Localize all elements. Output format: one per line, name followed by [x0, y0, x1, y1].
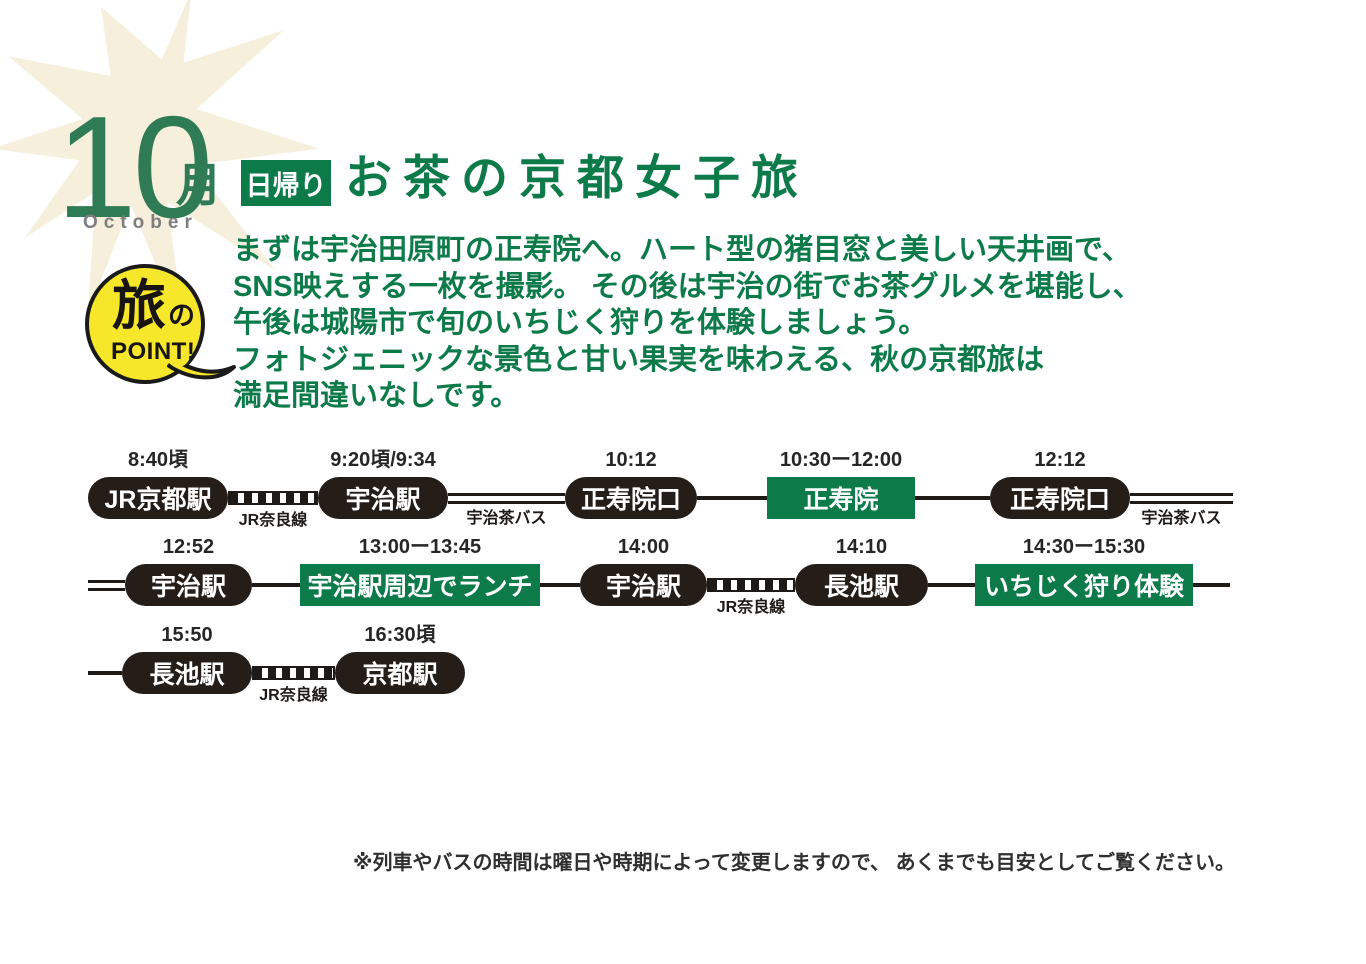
time-label: 13:00ー13:45	[358, 536, 482, 558]
transfer-line	[915, 496, 990, 500]
station-pill: 14:10 長池駅	[795, 536, 928, 606]
time-label: 12:12	[1034, 449, 1086, 471]
trip-description: まずは宇治田原町の正寿院へ。ハート型の猪目窓と美しい天井画で、 SNS映えする一…	[233, 232, 1142, 415]
station-pill: 9:20頃/9:34 宇治駅	[318, 449, 448, 519]
stop-name: 宇治駅周辺でランチ	[307, 573, 533, 601]
rail-line: JR奈良線	[707, 578, 795, 616]
station-pill: 15:50 長池駅	[122, 624, 252, 694]
stop-name: 宇治駅	[605, 573, 681, 601]
point-bubble: 旅 の POINT!	[83, 262, 248, 392]
time-label: 8:40頃	[127, 449, 189, 471]
transfer-line	[540, 583, 580, 587]
station-pill: 14:00 宇治駅	[580, 536, 707, 606]
station-pill: 12:52 宇治駅	[125, 536, 252, 606]
line-label: JR奈良線	[238, 512, 308, 529]
transfer-line	[697, 496, 767, 500]
time-label: 14:10	[835, 536, 888, 558]
bus-line	[88, 579, 125, 591]
stop-name: 正寿院口	[580, 486, 681, 514]
transfer-line	[88, 671, 122, 675]
point-bubble-point-label: POINT!	[111, 338, 196, 365]
description-line: フォトジェニックな景色と甘い果実を味わえる、秋の京都旅は	[233, 343, 1045, 376]
stop-name: 宇治駅	[150, 573, 226, 601]
line-label: JR奈良線	[716, 599, 786, 616]
stop-name: 宇治駅	[345, 486, 421, 514]
bus-line: 宇治茶バス	[1130, 492, 1233, 527]
line-label: 宇治茶バス	[466, 509, 547, 527]
page-title: お茶の京都女子旅	[345, 151, 809, 204]
stop-name: JR京都駅	[104, 486, 212, 514]
line-label: 宇治茶バス	[1141, 509, 1222, 527]
time-label: 9:20頃/9:34	[330, 449, 436, 471]
stop-name: 正寿院	[803, 486, 879, 514]
stop-name: 長池駅	[149, 661, 225, 689]
transfer-line	[928, 583, 975, 587]
month-number: 10	[56, 86, 213, 248]
time-label: 16:30頃	[364, 624, 436, 646]
stop-name: いちじく狩り体験	[983, 573, 1184, 601]
footer-note: ※列車やバスの時間は曜日や時期によって変更しますので、 あくまでも目安としてご覧…	[353, 852, 1235, 874]
itinerary-row: 8:40頃 JR京都駅 JR奈良線 9:20頃/9:34 宇治駅宇治茶バス 10:12 正寿…	[88, 449, 1233, 529]
point-bubble-kanji: 旅	[112, 276, 166, 336]
description-line: 午後は城陽市で旬のいちじく狩りを体験しましょう。	[233, 307, 928, 339]
rail-line: JR奈良線	[228, 491, 318, 529]
description-line: SNS映えする一枚を撮影。 その後は宇治の街でお茶グルメを堪能し、	[233, 270, 1142, 303]
line-label: JR奈良線	[259, 687, 328, 704]
stop-name: 京都駅	[362, 661, 438, 689]
transfer-line	[252, 583, 300, 587]
station-pill: 8:40頃 JR京都駅	[88, 449, 228, 519]
time-label: 15:50	[161, 624, 213, 646]
activity-box: 13:00ー13:45 宇治駅周辺でランチ	[300, 536, 540, 606]
description-line: 満足間違いなしです。	[233, 380, 520, 412]
description-line: まずは宇治田原町の正寿院へ。ハート型の猪目窓と美しい天井画で、	[233, 234, 1131, 266]
bus-line: 宇治茶バス	[448, 492, 565, 527]
time-label: 10:12	[605, 449, 657, 471]
station-pill: 12:12 正寿院口	[990, 449, 1130, 519]
stop-name: 正寿院口	[1009, 486, 1110, 514]
time-label: 10:30ー12:00	[779, 449, 903, 471]
rail-line: JR奈良線	[252, 666, 335, 704]
itinerary-row: 15:50 長池駅 JR奈良線 16:30頃京都駅	[88, 624, 465, 704]
time-label: 14:30ー15:30	[1022, 536, 1146, 558]
time-label: 12:52	[162, 536, 215, 558]
month-kanji: 月	[176, 159, 222, 211]
activity-box: 10:30ー12:00 正寿院	[767, 449, 915, 519]
transfer-line	[1193, 583, 1230, 587]
stop-name: 長池駅	[823, 573, 899, 601]
point-bubble-particle: の	[168, 301, 195, 331]
time-label: 14:00	[617, 536, 670, 558]
station-pill: 16:30頃京都駅	[335, 624, 465, 694]
station-pill: 10:12 正寿院口	[565, 449, 697, 519]
month-english-label: October	[83, 212, 198, 233]
itinerary-row: 12:52 宇治駅 13:00ー13:45 宇治駅周辺でランチ 14:00 宇治駅 JR奈良…	[88, 536, 1230, 616]
trip-type-badge: 日帰り	[241, 160, 331, 206]
speech-bubble-icon	[85, 264, 236, 384]
leaf-background	[0, 0, 319, 334]
activity-box: 14:30ー15:30 いちじく狩り体験	[975, 536, 1193, 606]
